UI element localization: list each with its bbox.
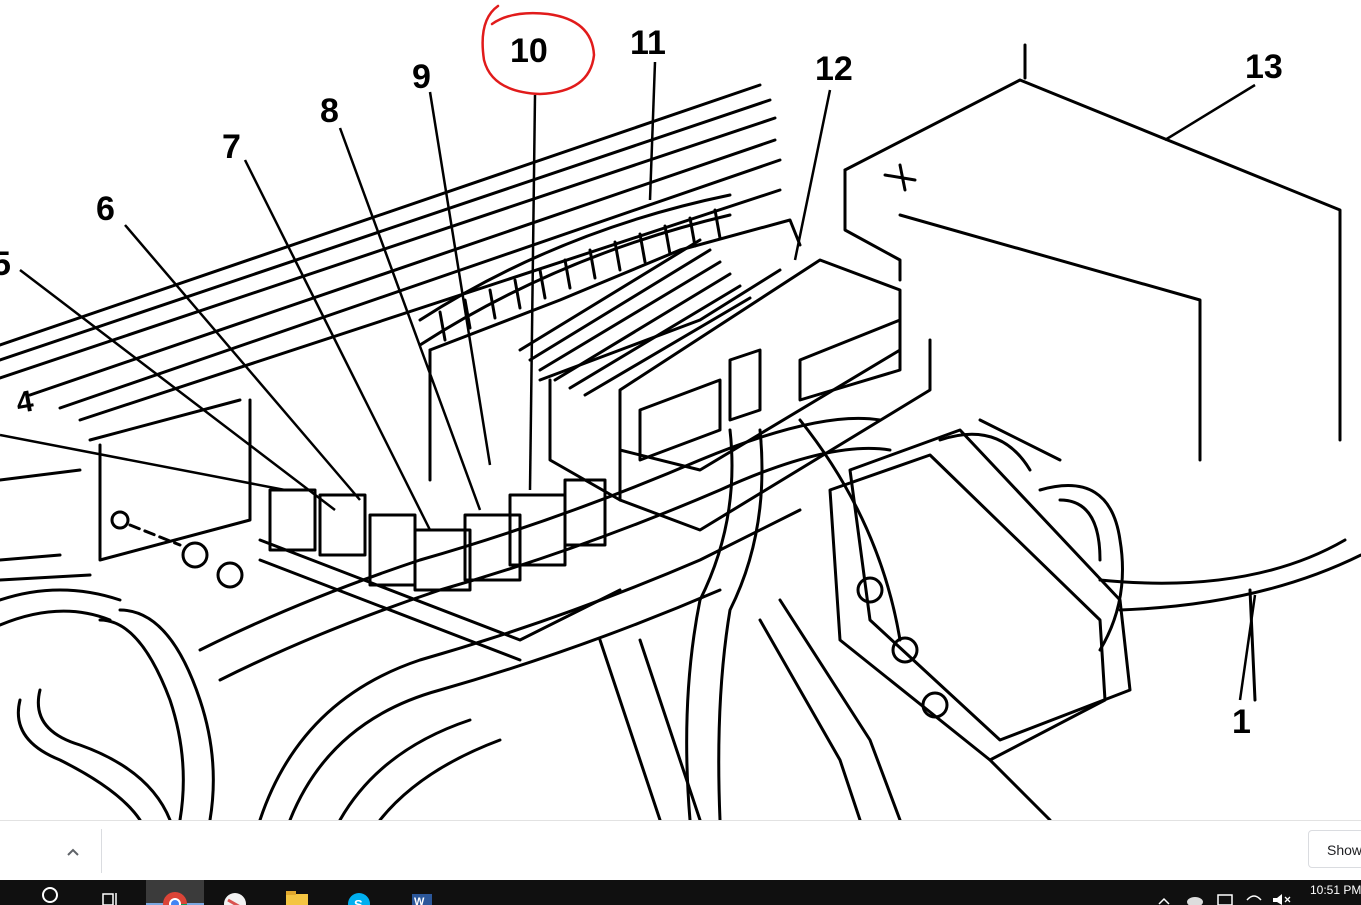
callout-5: 5 bbox=[0, 245, 11, 283]
wifi-icon[interactable] bbox=[1244, 880, 1264, 905]
word-icon[interactable]: W bbox=[406, 880, 436, 905]
engine-fuse-box-diagram: 5 6 7 8 9 10 11 12 13 1 4 bbox=[0, 4, 1361, 820]
svg-text:S: S bbox=[354, 897, 363, 905]
task-view-icon[interactable] bbox=[98, 880, 124, 905]
cloud-icon[interactable] bbox=[1184, 880, 1206, 905]
skype-icon[interactable]: S bbox=[344, 880, 374, 905]
callout-6: 6 bbox=[96, 190, 115, 228]
callout-7: 7 bbox=[222, 128, 241, 166]
show-all-button[interactable]: Show all bbox=[1308, 830, 1361, 868]
svg-text:W: W bbox=[414, 896, 425, 905]
callout-8: 8 bbox=[320, 92, 339, 130]
callout-1: 1 bbox=[1232, 703, 1251, 741]
network-icon[interactable] bbox=[1215, 880, 1235, 905]
callout-13: 13 bbox=[1245, 48, 1283, 86]
image-viewer: 5 6 7 8 9 10 11 12 13 1 4 bbox=[0, 4, 1361, 820]
volume-icon[interactable] bbox=[1270, 880, 1294, 905]
pinned-app-icon[interactable] bbox=[220, 880, 250, 905]
file-explorer-icon[interactable] bbox=[282, 880, 312, 905]
chevron-up-icon[interactable] bbox=[58, 837, 88, 867]
callout-9: 9 bbox=[412, 58, 431, 96]
callout-10: 10 bbox=[510, 32, 548, 70]
taskbar-clock[interactable]: 10:51 PM bbox=[1310, 883, 1361, 897]
highlight-circle bbox=[481, 4, 596, 96]
callout-12: 12 bbox=[815, 50, 853, 88]
callout-4-partial: 4 bbox=[14, 385, 36, 420]
search-icon[interactable] bbox=[38, 880, 64, 905]
callout-11: 11 bbox=[630, 24, 666, 62]
chrome-icon bbox=[163, 892, 187, 905]
download-bar-divider bbox=[101, 829, 102, 873]
download-bar: Show all bbox=[0, 820, 1361, 881]
show-hidden-icons-chevron[interactable] bbox=[1156, 880, 1172, 905]
taskbar: S W 10:51 PM bbox=[0, 880, 1361, 905]
